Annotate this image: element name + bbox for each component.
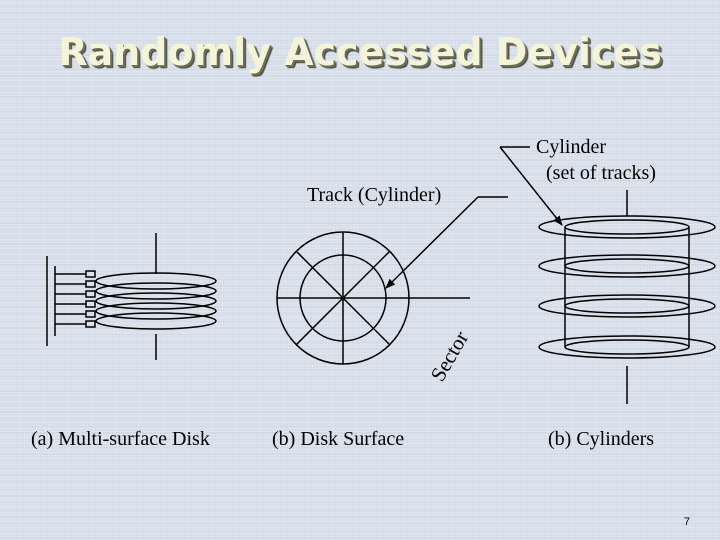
platter-outer — [538, 294, 716, 318]
platter-outer — [538, 215, 716, 239]
platter-track — [564, 339, 690, 355]
cylinder-pointer — [499, 146, 563, 226]
sector-label: Sector — [426, 327, 474, 385]
caption-multi-surface-disk: (a) Multi-surface Disk — [31, 428, 210, 450]
platter — [95, 292, 217, 310]
platter-track — [564, 258, 690, 274]
slide-title: Randomly Accessed Devices — [58, 30, 662, 74]
caption-disk-surface: (b) Disk Surface — [272, 428, 405, 450]
read-head — [85, 300, 96, 308]
cylinder-label-line1: Cylinder — [536, 136, 606, 158]
read-head — [85, 320, 96, 328]
multi-surface-disk — [46, 233, 217, 360]
disk-surface — [276, 231, 470, 365]
platter — [95, 302, 217, 320]
platter — [95, 282, 217, 300]
track-label: Track (Cylinder) — [307, 184, 442, 206]
sector-line — [295, 250, 391, 346]
read-head — [85, 270, 96, 278]
caption-cylinders: (b) Cylinders — [548, 428, 655, 450]
platter — [95, 272, 217, 290]
read-head — [85, 310, 96, 318]
read-head — [85, 280, 96, 288]
platter-outer — [538, 254, 716, 278]
platter — [95, 312, 217, 330]
platter-track — [564, 298, 690, 314]
cylinders — [538, 190, 716, 404]
cylinder-label-line2: (set of tracks) — [546, 162, 656, 184]
page-number: 7 — [683, 516, 690, 528]
read-head — [85, 290, 96, 298]
track-pointer — [385, 196, 508, 289]
platter-track — [564, 219, 690, 235]
platter-outer — [538, 335, 716, 359]
